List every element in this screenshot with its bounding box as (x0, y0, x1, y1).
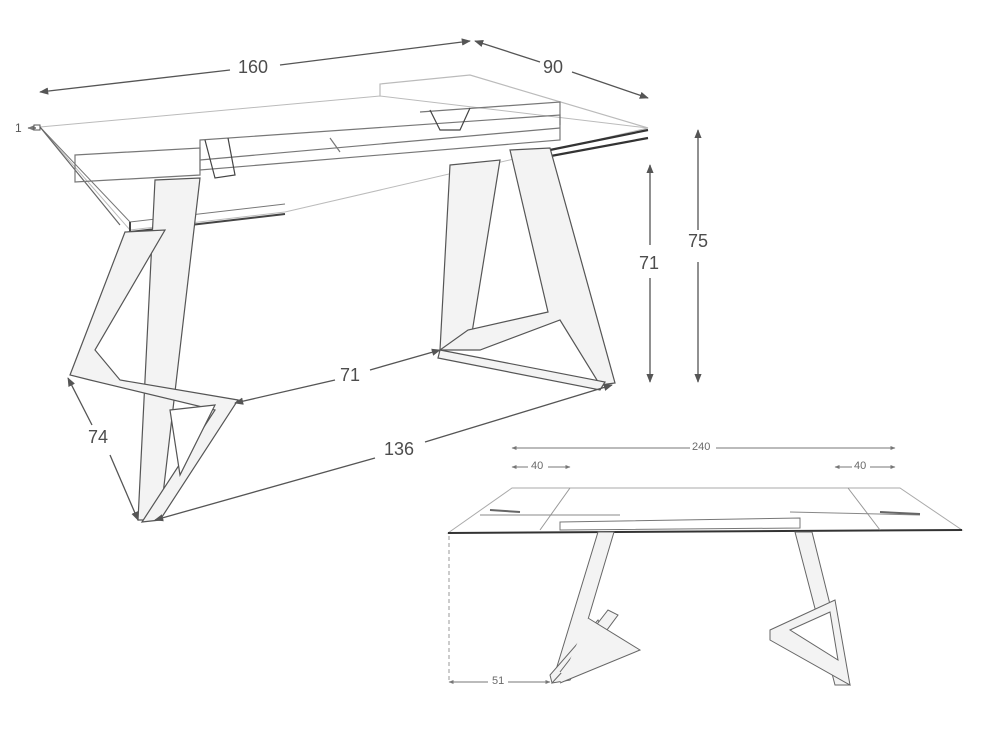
dimension-extension-left: 40 (531, 460, 544, 472)
extension-frame (74, 101, 561, 183)
extended-view (446, 446, 964, 686)
dimension-height-under-frame: 71 (639, 253, 660, 273)
dimension-length: 160 (238, 57, 269, 77)
left-leg (69, 177, 240, 523)
dimension-overhang: 51 (492, 675, 505, 687)
main-view (27, 38, 702, 523)
right-leg (437, 147, 616, 391)
dimension-leg-outer-span: 136 (384, 439, 415, 459)
extended-glass-top (446, 487, 964, 534)
extended-left-leg (549, 531, 642, 685)
dimension-depth: 90 (543, 57, 564, 77)
dimension-extended-length: 240 (692, 441, 711, 453)
dimension-top-thickness: 1 (15, 121, 22, 135)
dimension-leg-inner-span: 71 (340, 365, 361, 385)
dimension-leg-foot-depth: 74 (88, 427, 109, 447)
extended-right-leg (769, 531, 851, 686)
dimension-extension-right: 40 (854, 460, 867, 472)
extended-dimension-lines (448, 446, 896, 684)
dimension-height-total: 75 (688, 231, 709, 251)
dimension-lines (27, 38, 702, 522)
